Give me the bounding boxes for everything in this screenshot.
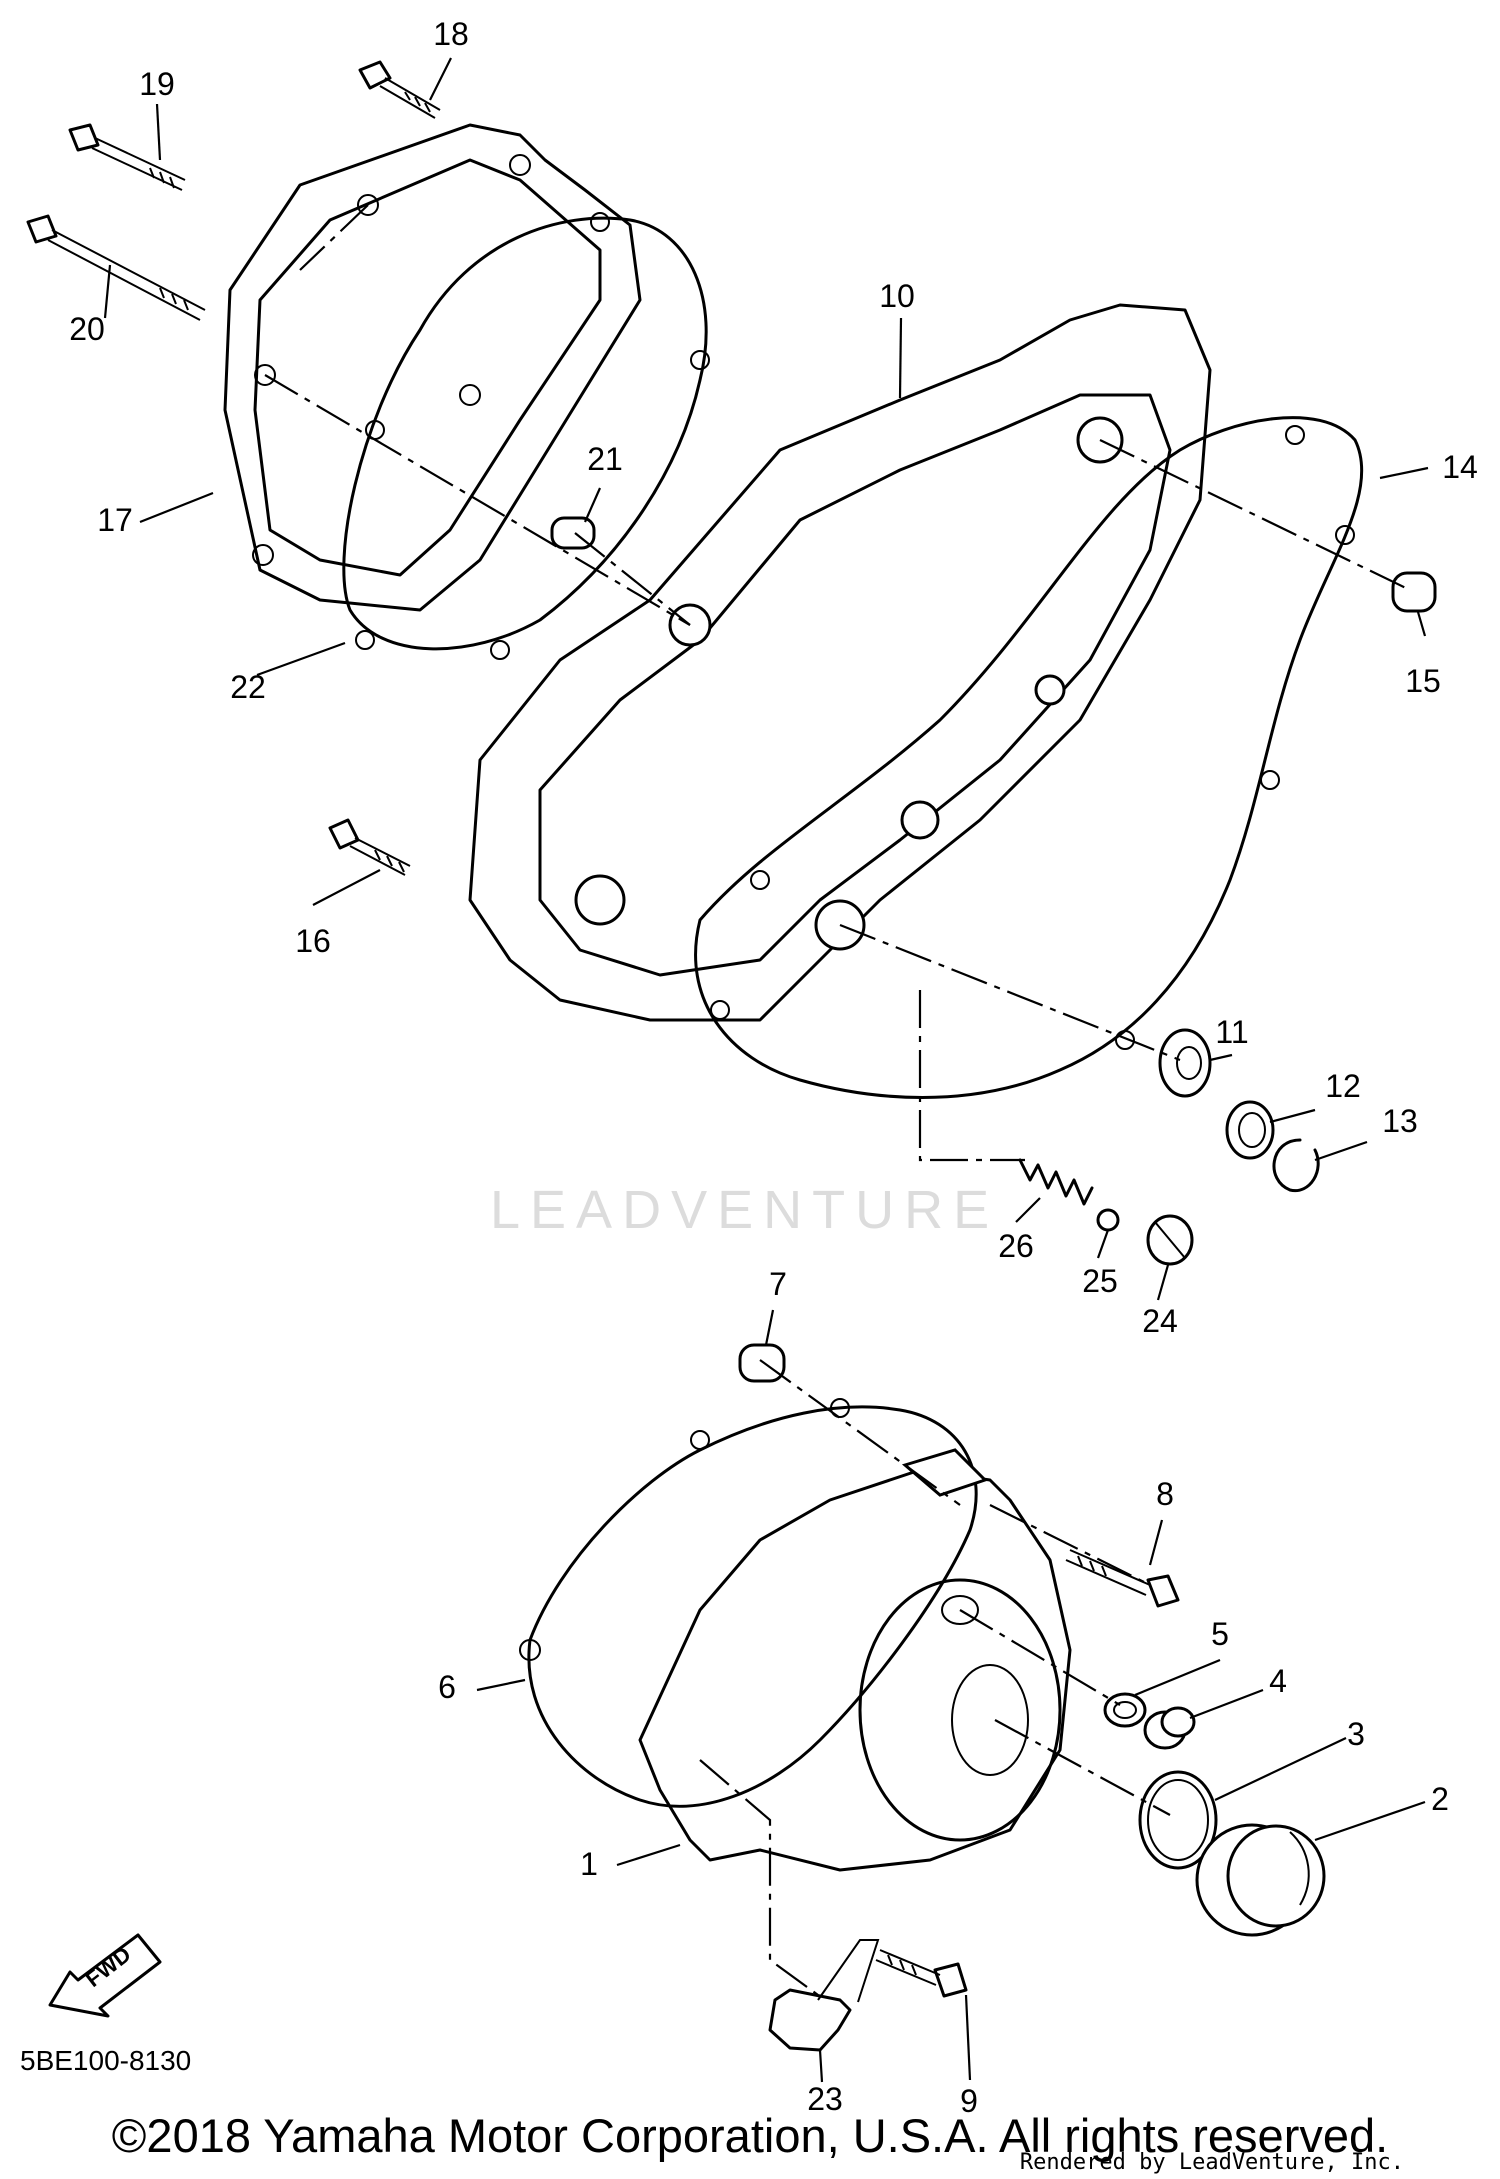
callout-3: 3 <box>1347 1716 1365 1752</box>
callout-23: 23 <box>807 2081 843 2117</box>
bolt-8 <box>1065 1549 1180 1608</box>
plug-24 <box>1146 1214 1194 1266</box>
callout-26: 26 <box>998 1228 1034 1264</box>
o-ring-3 <box>1138 1770 1218 1870</box>
callout-14: 14 <box>1442 449 1478 485</box>
copyright-notice: ©2018 Yamaha Motor Corporation, U.S.A. A… <box>111 2109 1389 2162</box>
callout-6: 6 <box>438 1669 456 1705</box>
part-code: 5BE100-8130 <box>20 2045 191 2076</box>
callout-11: 11 <box>1215 1014 1248 1050</box>
callout-25: 25 <box>1082 1263 1118 1299</box>
callout-13: 13 <box>1382 1103 1418 1139</box>
bolt-9 <box>875 1949 968 1998</box>
bolt-20 <box>26 214 206 321</box>
spring-26 <box>1018 1158 1094 1206</box>
callout-15: 15 <box>1405 663 1441 699</box>
clutch-cover <box>223 123 642 612</box>
callout-5: 5 <box>1211 1616 1229 1652</box>
fwd-label: FWD <box>81 1941 136 1992</box>
ball-25 <box>1096 1208 1120 1232</box>
fwd-arrow-icon: FWD <box>48 1933 162 2018</box>
callout-18: 18 <box>433 16 469 52</box>
callout-21: 21 <box>587 441 623 477</box>
gasket-6 <box>519 1398 978 1808</box>
callout-16: 16 <box>295 923 331 959</box>
callout-10: 10 <box>879 278 915 314</box>
callout-4: 4 <box>1269 1663 1287 1699</box>
cover-1 <box>638 1448 1072 1872</box>
callout-19: 19 <box>139 66 175 102</box>
crankcase-cover <box>468 303 1212 1022</box>
rendered-by-note: Rendered by LeadVenture, Inc. <box>1019 2150 1404 2175</box>
leader-lines <box>103 57 1429 2083</box>
callout-20: 20 <box>69 311 105 347</box>
watermark-text: LEADVENTURE <box>490 1180 999 1240</box>
callout-7: 7 <box>769 1266 787 1302</box>
callout-9: 9 <box>960 2083 978 2119</box>
callout-17: 17 <box>97 502 133 538</box>
o-ring-5 <box>1103 1692 1147 1728</box>
alignment-lines <box>264 204 1411 1996</box>
bolt-16 <box>328 818 411 876</box>
cap-2 <box>1195 1823 1326 1937</box>
washer-12 <box>1225 1100 1275 1160</box>
clamp-23 <box>768 1939 880 2052</box>
dowel-pin-7 <box>738 1343 786 1383</box>
callout-22: 22 <box>230 669 266 705</box>
callout-12: 12 <box>1325 1068 1361 1104</box>
callout-24: 24 <box>1142 1303 1178 1339</box>
gasket-14 <box>694 416 1364 1099</box>
bolt-18 <box>358 60 441 119</box>
callout-labels: 1 2 3 4 5 6 7 8 9 10 11 12 13 14 15 16 1… <box>69 16 1478 2119</box>
circlip-13 <box>1272 1138 1320 1193</box>
gasket-22 <box>342 212 710 660</box>
plug-4 <box>1143 1706 1196 1750</box>
callout-8: 8 <box>1156 1476 1174 1512</box>
callout-1: 1 <box>580 1846 598 1882</box>
bolt-19 <box>68 123 186 191</box>
bearing-11 <box>1158 1028 1212 1098</box>
callout-2: 2 <box>1431 1781 1449 1817</box>
dowel-pin-15 <box>1391 571 1437 613</box>
